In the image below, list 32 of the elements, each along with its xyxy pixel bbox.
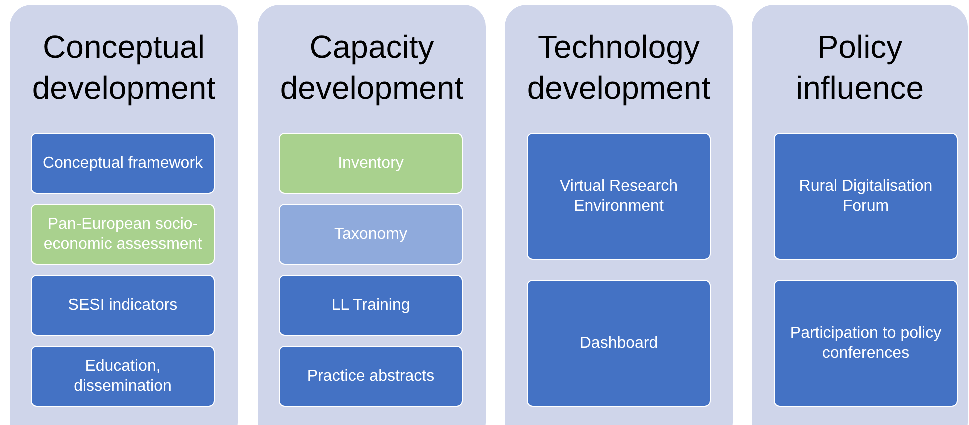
category-panel bbox=[752, 5, 968, 425]
item-box bbox=[31, 204, 215, 265]
item-label: Education, dissemination bbox=[73, 356, 173, 396]
item-label: Inventory bbox=[338, 154, 404, 174]
item-box bbox=[31, 346, 215, 407]
item-box bbox=[279, 275, 463, 336]
item-label: Practice abstracts bbox=[307, 366, 435, 386]
item-label: Pan-European socio-economic assessment bbox=[42, 214, 204, 254]
category-panel bbox=[10, 5, 238, 425]
item-box bbox=[279, 133, 463, 194]
item-label: Dashboard bbox=[580, 334, 658, 354]
item-box bbox=[279, 204, 463, 265]
category-panel bbox=[505, 5, 733, 425]
panel-heading: Technology development bbox=[526, 28, 712, 108]
panel-heading: Conceptual development bbox=[31, 28, 217, 108]
item-label: Conceptual framework bbox=[42, 154, 204, 174]
item-box bbox=[774, 133, 958, 260]
item-label: SESI indicators bbox=[68, 296, 178, 316]
item-label: Rural Digitalisation Forum bbox=[798, 176, 934, 216]
item-label: Taxonomy bbox=[334, 224, 408, 244]
item-box bbox=[527, 133, 711, 260]
item-label: Participation to policy conferences bbox=[789, 324, 943, 364]
item-label: LL Training bbox=[332, 296, 410, 316]
item-box bbox=[527, 280, 711, 407]
panel-heading: Capacity development bbox=[279, 28, 465, 108]
item-box bbox=[31, 275, 215, 336]
panel-heading: Policy influence bbox=[794, 28, 926, 108]
item-label: Virtual Research Environment bbox=[559, 176, 679, 216]
item-box bbox=[774, 280, 958, 407]
item-box bbox=[31, 133, 215, 194]
category-panel bbox=[258, 5, 486, 425]
item-box bbox=[279, 346, 463, 407]
